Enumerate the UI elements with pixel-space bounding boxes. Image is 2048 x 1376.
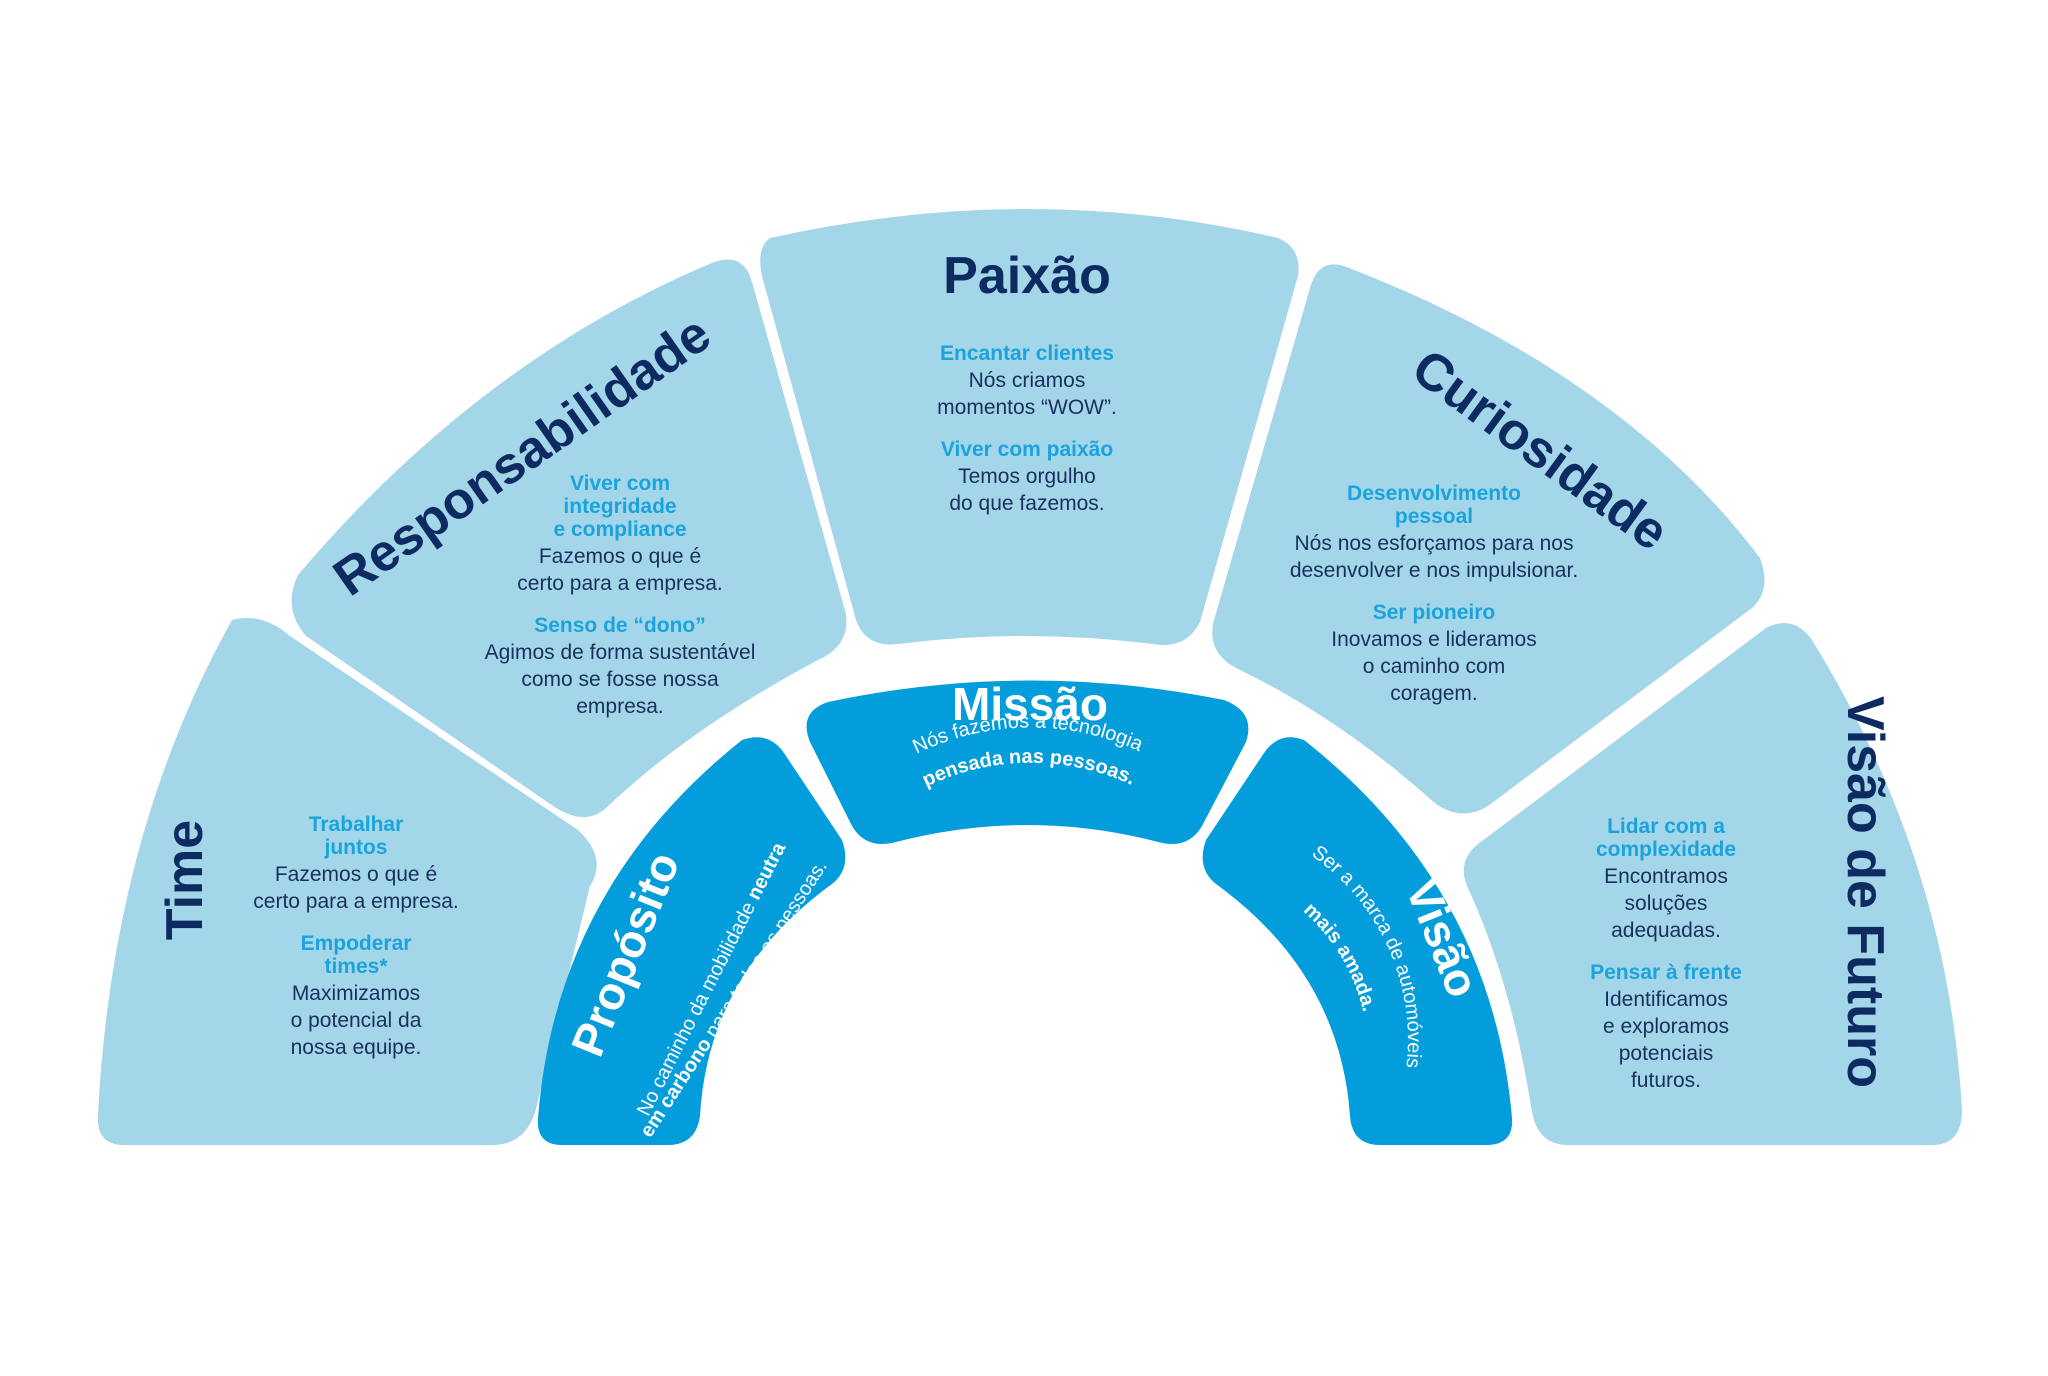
text-line: Nós criamos [969, 369, 1086, 392]
text-line: Fazemos o que é [539, 545, 701, 568]
text-line: soluções [1625, 892, 1708, 915]
text-line: Fazemos o que é [275, 863, 437, 886]
text-line: empresa. [576, 695, 664, 718]
segment-time [97, 618, 597, 1145]
text-line: Inovamos e lideramos [1331, 628, 1536, 651]
segment-visao-de-futuro [1463, 623, 1962, 1145]
text-line: nossa equipe. [291, 1036, 422, 1059]
text-line: Pensar à frente [1590, 961, 1742, 984]
segment-proposito [537, 737, 846, 1145]
title-missao: Missão [952, 678, 1108, 730]
text-line: adequadas. [1611, 919, 1721, 942]
segment-responsabilidade [291, 259, 847, 817]
segment-paixao [760, 209, 1299, 646]
text-line: Nós nos esforçamos para nos [1295, 532, 1574, 555]
text-line: times* [324, 955, 388, 978]
text-line: momentos “WOW”. [937, 396, 1117, 419]
text-line: Temos orgulho [958, 465, 1096, 488]
text-line: potenciais [1619, 1042, 1714, 1065]
text-line: o potencial da [291, 1009, 422, 1032]
text-line: Encontramos [1604, 865, 1728, 888]
text-line: Ser pioneiro [1373, 601, 1496, 624]
text-line: juntos [324, 836, 388, 859]
text-line: integridade [563, 495, 676, 518]
text-line: desenvolver e nos impulsionar. [1290, 559, 1578, 582]
text-line: e exploramos [1603, 1015, 1729, 1038]
text-line: Encantar clientes [940, 342, 1114, 365]
text-line: Lidar com a [1607, 815, 1725, 838]
text-line: Viver com paixão [941, 438, 1113, 461]
text-line: o caminho com [1363, 655, 1505, 678]
text-line: do que fazemos. [949, 492, 1104, 515]
segment-visao [1202, 737, 1513, 1145]
text-line: complexidade [1596, 838, 1736, 861]
text-line: Desenvolvimento [1347, 482, 1521, 505]
text-line: Viver com [570, 472, 670, 495]
text-line: Identificamos [1604, 988, 1728, 1011]
text-line: como se fosse nossa [521, 668, 719, 691]
text-line: Empoderar [301, 932, 412, 955]
title-visao-de-futuro: Visão de Futuro [1836, 696, 1894, 1088]
text-line: certo para a empresa. [253, 890, 458, 913]
text-line: e compliance [553, 518, 686, 541]
text-line: certo para a empresa. [517, 572, 722, 595]
text-line: futuros. [1631, 1069, 1701, 1092]
text-line: Senso de “dono” [534, 614, 706, 637]
segment-missao [806, 680, 1249, 844]
text-line: Trabalhar [309, 813, 404, 836]
title-paixao: Paixão [943, 247, 1111, 305]
text-line: Agimos de forma sustentável [485, 641, 756, 664]
title-time: Time [156, 820, 214, 940]
text-line: pessoal [1395, 505, 1473, 528]
text-line: Maximizamos [292, 982, 420, 1005]
text-line: coragem. [1390, 682, 1478, 705]
segment-curiosidade [1212, 264, 1765, 814]
